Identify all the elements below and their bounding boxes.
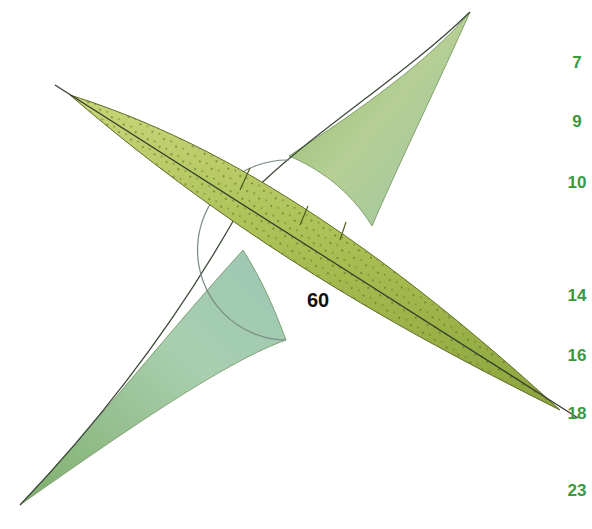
seed-body [70,95,560,410]
line-number: 7 [572,54,581,71]
line-number: 14 [568,287,587,304]
angle-label: 60 [307,290,329,310]
axis-line [55,85,578,418]
line-number: 23 [568,482,587,499]
body-ticks [240,168,346,240]
wing-edge-line [20,12,470,505]
line-number: 9 [572,113,581,130]
seed-dots [70,95,560,410]
line-number: 18 [568,405,587,422]
line-number: 10 [568,174,587,191]
lower-wing [20,250,286,505]
upper-wing [289,12,470,226]
line-number: 16 [568,347,587,364]
